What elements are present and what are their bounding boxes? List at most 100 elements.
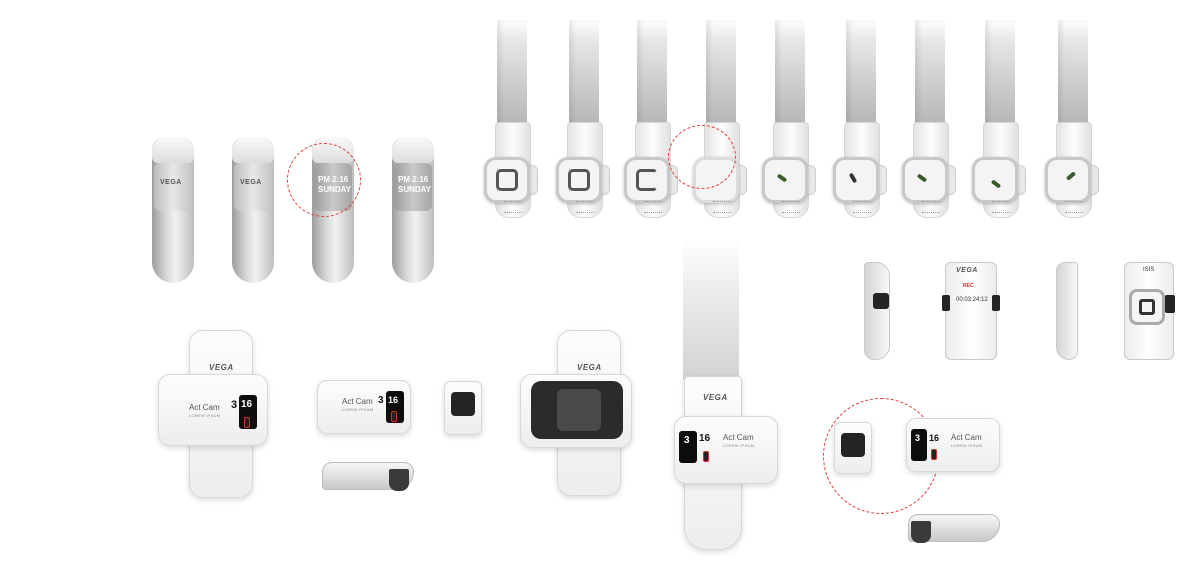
clip-body bbox=[484, 122, 538, 218]
cam-digit: 3 bbox=[231, 399, 238, 411]
clip-strap bbox=[706, 20, 736, 126]
timer-status: REC bbox=[963, 283, 974, 289]
record-icon bbox=[931, 449, 937, 460]
square-button-icon[interactable] bbox=[624, 157, 670, 203]
cam-screen-digit: 3 bbox=[915, 433, 921, 443]
square-button-icon[interactable] bbox=[484, 157, 530, 203]
hook-lip bbox=[389, 469, 409, 491]
record-icon[interactable] bbox=[1045, 157, 1091, 203]
cam-screen: 3 bbox=[911, 429, 927, 461]
clip-strap bbox=[637, 20, 667, 126]
clip-body bbox=[833, 122, 887, 218]
timer-left-tab bbox=[942, 295, 950, 311]
clip-strap bbox=[497, 20, 527, 126]
square-button-icon[interactable] bbox=[1129, 289, 1165, 325]
band-cap bbox=[152, 137, 194, 163]
wrist-band-display-2: PM 2:16 SUNDAY bbox=[392, 137, 434, 283]
clip-strap bbox=[846, 20, 876, 126]
cam-title: Act Cam bbox=[723, 433, 754, 442]
clip-6 bbox=[833, 20, 887, 218]
cam-unit-right: 3 16 Act Cam LOREM IPSUM bbox=[906, 418, 1000, 472]
band-face bbox=[394, 163, 432, 211]
wrist-band-front: VEGA bbox=[152, 137, 194, 283]
clip-strap bbox=[915, 20, 945, 126]
cam-module-back: VEGA bbox=[520, 363, 632, 448]
front-view-button: ISIS bbox=[1124, 262, 1175, 360]
large-strap bbox=[683, 238, 739, 380]
band-day: SUNDAY bbox=[398, 185, 432, 194]
clip-9 bbox=[1045, 20, 1099, 218]
clip-hook bbox=[908, 514, 1000, 543]
band-face bbox=[234, 163, 272, 211]
highlight-circle bbox=[668, 125, 736, 189]
record-icon[interactable] bbox=[833, 157, 879, 203]
highlight-circle bbox=[287, 143, 361, 217]
clip-7 bbox=[902, 20, 956, 218]
side-lens bbox=[873, 293, 889, 309]
record-icon bbox=[703, 451, 709, 462]
clip-strap bbox=[775, 20, 805, 126]
clip-hook bbox=[322, 462, 414, 491]
cam-sub: LOREM IPSUM bbox=[342, 407, 374, 412]
record-icon bbox=[244, 417, 250, 428]
record-icon[interactable] bbox=[972, 157, 1018, 203]
clip-label bbox=[713, 201, 731, 213]
clip-2 bbox=[556, 20, 610, 218]
cam-module-front: VEGA Act Cam LOREM IPSUM 3 16 bbox=[158, 363, 268, 446]
clip-body bbox=[762, 122, 816, 218]
record-icon bbox=[391, 411, 397, 422]
cam-sub: LOREM IPSUM bbox=[723, 443, 755, 448]
timer-right-tab bbox=[992, 295, 1000, 311]
cam-sub: LOREM IPSUM bbox=[951, 443, 983, 448]
side-view-2 bbox=[1056, 262, 1078, 360]
record-led bbox=[916, 173, 928, 183]
cam-screen-digit: 16 bbox=[388, 395, 399, 405]
back-panel bbox=[531, 381, 623, 439]
button-inner bbox=[1139, 299, 1155, 315]
cam-unit-small: Act Cam LOREM IPSUM 3 16 bbox=[317, 380, 411, 434]
clip-strap bbox=[985, 20, 1015, 126]
button-inner bbox=[496, 169, 518, 191]
clip-body bbox=[556, 122, 610, 218]
cam-screen: 16 bbox=[386, 391, 404, 423]
clip-1 bbox=[484, 20, 538, 218]
cam-screen-digit: 16 bbox=[241, 399, 253, 410]
clip-3 bbox=[624, 20, 678, 218]
band-face bbox=[154, 163, 192, 211]
band-cap bbox=[392, 137, 434, 163]
cam-screen: 16 bbox=[239, 395, 257, 429]
cam-title: Act Cam bbox=[189, 403, 220, 412]
cam-unit-back-right bbox=[834, 422, 872, 474]
record-led bbox=[776, 173, 788, 183]
module-brand: VEGA bbox=[577, 363, 602, 372]
wrist-band-angle: VEGA bbox=[232, 137, 274, 283]
back-window bbox=[557, 389, 601, 431]
cam-digit: 16 bbox=[929, 433, 940, 443]
band-cap bbox=[232, 137, 274, 163]
timer-brand: VEGA bbox=[956, 267, 978, 274]
square-button-icon[interactable] bbox=[556, 157, 602, 203]
band-logo: VEGA bbox=[240, 179, 262, 186]
large-cam-front: 3 16 Act Cam LOREM IPSUM bbox=[674, 416, 778, 484]
cam-title: Act Cam bbox=[342, 397, 373, 406]
clip-strap bbox=[1058, 20, 1088, 126]
cam-unit-back bbox=[444, 381, 482, 435]
record-icon[interactable] bbox=[902, 157, 948, 203]
clip-body bbox=[972, 122, 1026, 218]
clip-label bbox=[782, 201, 800, 213]
side-tab bbox=[1165, 295, 1175, 313]
cam-title: Act Cam bbox=[951, 433, 982, 442]
cam-screen: 3 bbox=[679, 431, 697, 463]
timer-value: 00:03:24:12 bbox=[956, 297, 988, 303]
module-brand: VEGA bbox=[209, 363, 234, 372]
clip-body bbox=[624, 122, 678, 218]
band-time: PM 2:16 bbox=[398, 175, 429, 184]
button-inner bbox=[568, 169, 590, 191]
back-lens bbox=[841, 433, 865, 457]
button-inner bbox=[636, 169, 658, 191]
mini-screen-text: ISIS bbox=[1143, 267, 1155, 273]
clip-label bbox=[922, 201, 940, 213]
band-time-display: PM 2:16 SUNDAY bbox=[398, 175, 431, 195]
record-icon[interactable] bbox=[762, 157, 808, 203]
record-led bbox=[848, 172, 858, 184]
